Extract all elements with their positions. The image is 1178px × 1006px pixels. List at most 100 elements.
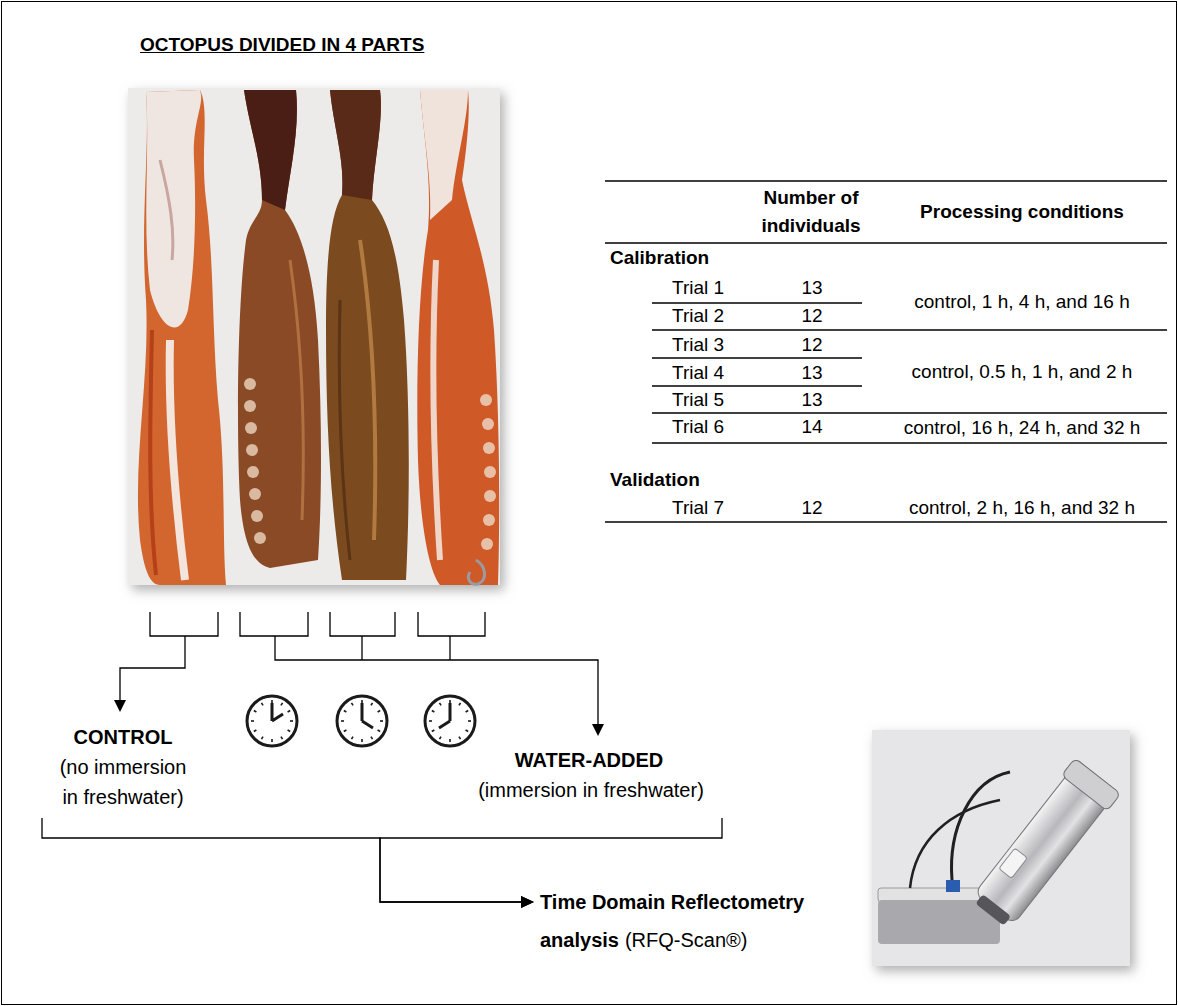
octopus-photo (249, 488, 261, 500)
table-cell: Calibration (610, 244, 709, 272)
clock-tick (432, 730, 435, 732)
tdr-device-photo (967, 758, 1121, 932)
clock-tick (288, 711, 291, 713)
clock-tick (371, 703, 373, 706)
node-note: (RFQ-Scan®) (625, 929, 748, 951)
clock-tick (352, 737, 354, 740)
octopus-photo (244, 400, 256, 412)
octopus-photo (339, 300, 350, 560)
clock-tick (449, 739, 451, 742)
tdr-device-photo (946, 880, 960, 892)
octopus-photo (360, 240, 375, 540)
octopus-photo (138, 90, 226, 585)
octopus-photo (150, 330, 156, 575)
octopus-photo (417, 90, 499, 585)
table-rule (652, 412, 1167, 413)
octopus-photo (480, 394, 496, 550)
octopus-photo (244, 378, 256, 390)
table-cell: Number of individuals (741, 184, 881, 240)
octopus-photo (245, 422, 257, 434)
table-cell: Trial 3 (672, 331, 724, 359)
clock-tick (361, 739, 363, 742)
tdr-device-photo (975, 894, 1011, 926)
tdr-device-photo (910, 800, 1000, 888)
node-heading: WATER-ADDED (456, 745, 722, 775)
table-cell: control, 0.5 h, 1 h, and 2 h (872, 358, 1172, 386)
table-rule (605, 242, 1167, 243)
octopus-photo (290, 260, 303, 520)
table-rule (652, 385, 862, 386)
octopus-photo (238, 90, 321, 568)
clock-tick (466, 730, 469, 732)
clock-tick (361, 700, 363, 703)
table-cell: Trial 5 (672, 386, 724, 414)
connector-line (42, 818, 524, 902)
octopus-photo (254, 532, 266, 544)
octopus-photo (480, 394, 492, 406)
clock-tick (290, 720, 293, 722)
table-cell: 12 (782, 494, 842, 522)
clock-tick (288, 730, 291, 732)
table-cell: 13 (782, 359, 842, 387)
octopus-photo (482, 418, 494, 430)
table-cell: 12 (782, 331, 842, 359)
part-bracket (449, 636, 450, 660)
clock-tick (254, 711, 257, 713)
octopus-photo (160, 160, 173, 260)
table-cell: 13 (782, 386, 842, 414)
connector-line (380, 818, 722, 902)
tdr-device-photo (872, 730, 1130, 966)
table-cell: control, 2 h, 16 h, and 32 h (872, 494, 1172, 522)
clock-tick (432, 711, 435, 713)
octopus-photo (170, 340, 185, 580)
part-bracket (120, 636, 185, 702)
octopus-photo (128, 88, 500, 585)
leader-arrowhead (114, 700, 126, 712)
octopus-photo (128, 88, 500, 585)
table-cell: Validation (610, 466, 700, 494)
octopus-photo (433, 260, 440, 560)
clock-tick (466, 711, 469, 713)
part-bracket (418, 612, 485, 636)
octopus-photo (247, 466, 259, 478)
tdr-device-photo (872, 730, 1130, 966)
table-rule (652, 329, 1167, 330)
table-cell: control, 16 h, 24 h, and 32 h (872, 414, 1172, 442)
arrowhead (521, 896, 534, 908)
clock-tick (429, 720, 432, 722)
clock-tick (271, 739, 273, 742)
clock-icon (247, 696, 475, 746)
part-bracket (150, 612, 218, 636)
node-note: (immersion in freshwater) (456, 775, 726, 805)
octopus-photo (146, 90, 201, 327)
clock-icon (439, 703, 450, 728)
tdr-device-photo (999, 848, 1028, 878)
clock-tick (262, 737, 264, 740)
table-cell: Processing conditions (872, 198, 1172, 226)
octopus-photo (468, 560, 484, 584)
clock-tick (352, 703, 354, 706)
part-bracket (330, 612, 395, 636)
connector-arrow (42, 818, 534, 908)
table-rule (652, 442, 1167, 443)
clock-tick (341, 720, 344, 722)
table-cell: Trial 2 (672, 302, 724, 330)
text-node: Time Domain Reflectometry analysis(RFQ-S… (534, 883, 870, 963)
clock-tick (254, 730, 257, 732)
figure-title: OCTOPUS DIVIDED IN 4 PARTS (140, 33, 424, 57)
clock-tick (262, 703, 264, 706)
clock-tick (281, 703, 283, 706)
table-cell: 13 (782, 274, 842, 302)
octopus-photo (244, 378, 266, 544)
octopus-photo (244, 90, 297, 210)
octopus-photo (481, 538, 493, 550)
text-node: CONTROL(no immersion in freshwater) (38, 722, 208, 818)
clock-icon (337, 696, 387, 746)
clock-tick (251, 720, 254, 722)
clock-tick (459, 703, 461, 706)
table-rule (605, 521, 1167, 522)
clock-tick (281, 737, 283, 740)
clock-icon (272, 703, 283, 721)
